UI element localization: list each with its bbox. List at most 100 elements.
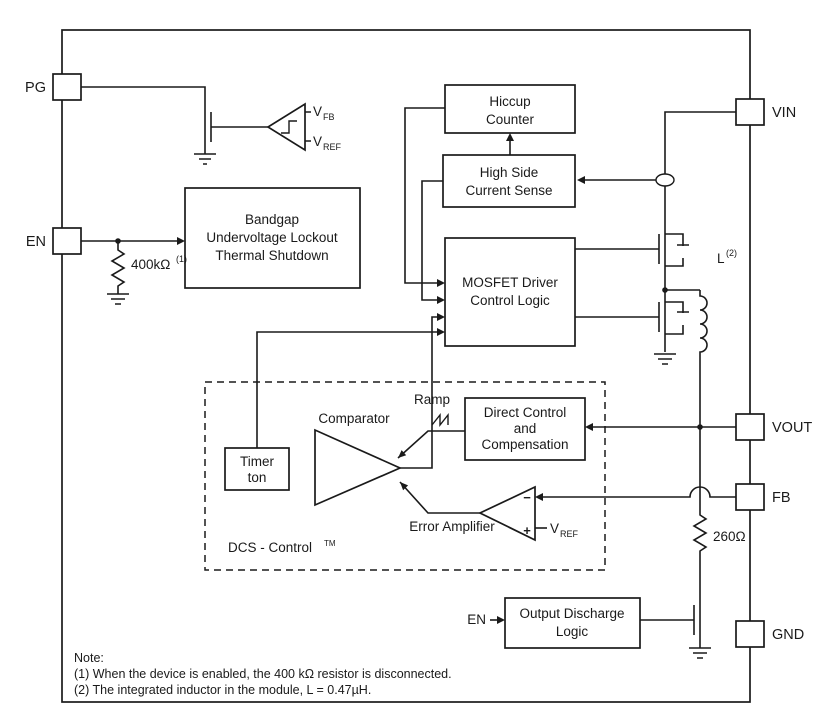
inductor-label: L — [717, 251, 725, 266]
arrow-timer-driver — [437, 328, 445, 336]
discharge-en-label: EN — [467, 612, 486, 627]
timer-to-driver-wire — [256, 331, 437, 448]
pin-en-label: EN — [26, 234, 46, 250]
timer-label: Timer — [240, 454, 274, 469]
arrow-fb-erroramp — [535, 493, 543, 501]
bandgap-label: Undervoltage Lockout — [206, 230, 338, 245]
high-side-body-diode-wire — [665, 233, 689, 267]
note-title: Note: — [74, 651, 104, 665]
pin-vout — [735, 413, 765, 441]
pin-pg-label: PG — [25, 80, 46, 96]
direct-control-block — [464, 397, 586, 461]
arrow-hiccup-driver — [437, 279, 445, 287]
ramp-label: Ramp — [414, 392, 450, 407]
arrow-ramp-comparator — [398, 450, 407, 458]
en-pulldown-resistor — [110, 241, 126, 294]
vin-wire — [664, 111, 736, 230]
output-discharge-label: Output Discharge — [519, 606, 624, 621]
junction-dot — [662, 287, 668, 293]
sense-to-driver-wire — [421, 180, 443, 301]
vfb-label: V — [313, 104, 322, 119]
wires — [81, 86, 736, 659]
pin-gnd-label: GND — [772, 627, 804, 643]
arrow-en-bandgap — [177, 237, 185, 245]
vfb-sub: FB — [323, 112, 335, 122]
hiccup-counter-label: Hiccup — [489, 94, 530, 109]
chip-boundary — [61, 29, 751, 703]
arrow-comparator-driver — [437, 313, 445, 321]
high-side-mosfet — [575, 230, 666, 268]
output-discharge-block — [504, 597, 641, 649]
current-sense-element — [655, 173, 675, 187]
dcs-control-label: DCS - Control — [228, 540, 312, 555]
bandgap-block — [184, 187, 361, 289]
vref-sub: REF — [323, 142, 342, 152]
en-resistor-value: 400kΩ — [131, 257, 170, 272]
pin-vout-label: VOUT — [772, 420, 812, 436]
ground-symbol — [107, 293, 129, 305]
timer-label: ton — [248, 470, 267, 485]
fb-resistor-wire — [692, 427, 708, 600]
timer-ton-block — [224, 447, 290, 491]
en-resistor-note-ref: (1) — [176, 254, 187, 264]
discharge-mosfet — [640, 600, 701, 648]
comparator-to-driver-wire — [400, 316, 437, 469]
arrow-sense-driver — [437, 296, 445, 304]
fb-resistor-value: 260Ω — [713, 529, 746, 544]
error-amplifier-label: Error Amplifier — [409, 519, 495, 534]
pg-mosfet — [204, 108, 268, 154]
inductor-note-ref: (2) — [726, 248, 737, 258]
error-amplifier-triangle — [478, 485, 536, 542]
arrow-sense-hiccup — [506, 133, 514, 141]
arrowheads — [177, 133, 593, 624]
low-side-mosfet — [575, 298, 666, 352]
mosfet-driver-block — [444, 237, 576, 347]
ground-symbol — [689, 647, 711, 659]
comparator-label: Comparator — [318, 411, 390, 426]
notes: Note: (1) When the device is enabled, th… — [74, 651, 452, 697]
dcs-control-tm: TM — [324, 539, 336, 548]
pins: PG EN VIN VOUT FB GND — [25, 73, 812, 648]
bandgap-label: Bandgap — [245, 212, 299, 227]
pin-en — [52, 227, 82, 255]
inductor-coil — [699, 290, 708, 427]
note-line-1: (1) When the device is enabled, the 400 … — [74, 667, 452, 681]
erroramp-vref-label: V — [550, 521, 559, 536]
pg-hysteresis-comparator-triangle — [266, 102, 306, 152]
high-side-current-sense-block — [442, 154, 576, 208]
direct-control-label: Compensation — [481, 437, 568, 452]
current-sense-label: High Side — [480, 165, 539, 180]
mosfet-driver-label: MOSFET Driver — [462, 275, 558, 290]
direct-control-label: Direct Control — [484, 405, 567, 420]
arrow-en-discharge — [497, 616, 505, 624]
hiccup-counter-label: Counter — [486, 112, 535, 127]
vref-label: V — [313, 134, 322, 149]
pin-vin-label: VIN — [772, 105, 796, 121]
ground-symbol — [654, 353, 676, 365]
note-line-2: (2) The integrated inductor in the modul… — [74, 683, 371, 697]
switch-node-wire — [664, 268, 700, 298]
bandgap-label: Thermal Shutdown — [215, 248, 328, 263]
pg-comparator-stubs — [305, 111, 311, 142]
pin-pg — [52, 73, 82, 101]
noninverting-input-sign: + — [523, 523, 531, 538]
hiccup-to-driver-wire — [404, 107, 445, 284]
ramp-wire — [397, 430, 465, 459]
hysteresis-icon — [281, 120, 297, 134]
arrow-erroramp-comparator — [400, 482, 409, 491]
pin-fb — [735, 483, 765, 511]
current-sense-label: Current Sense — [465, 183, 552, 198]
inverting-input-sign: − — [523, 490, 531, 505]
junction-dot — [115, 238, 121, 244]
mosfet-driver-label: Control Logic — [470, 293, 550, 308]
arrow-sense-tap — [577, 176, 585, 184]
direct-control-label: and — [514, 421, 537, 436]
arrow-vout-directcontrol — [585, 423, 593, 431]
pin-vin — [735, 98, 765, 126]
ramp-waveform-icon — [431, 413, 449, 427]
pin-fb-label: FB — [772, 490, 791, 506]
output-discharge-label: Logic — [556, 624, 589, 639]
low-side-body-diode-wire — [665, 301, 689, 335]
